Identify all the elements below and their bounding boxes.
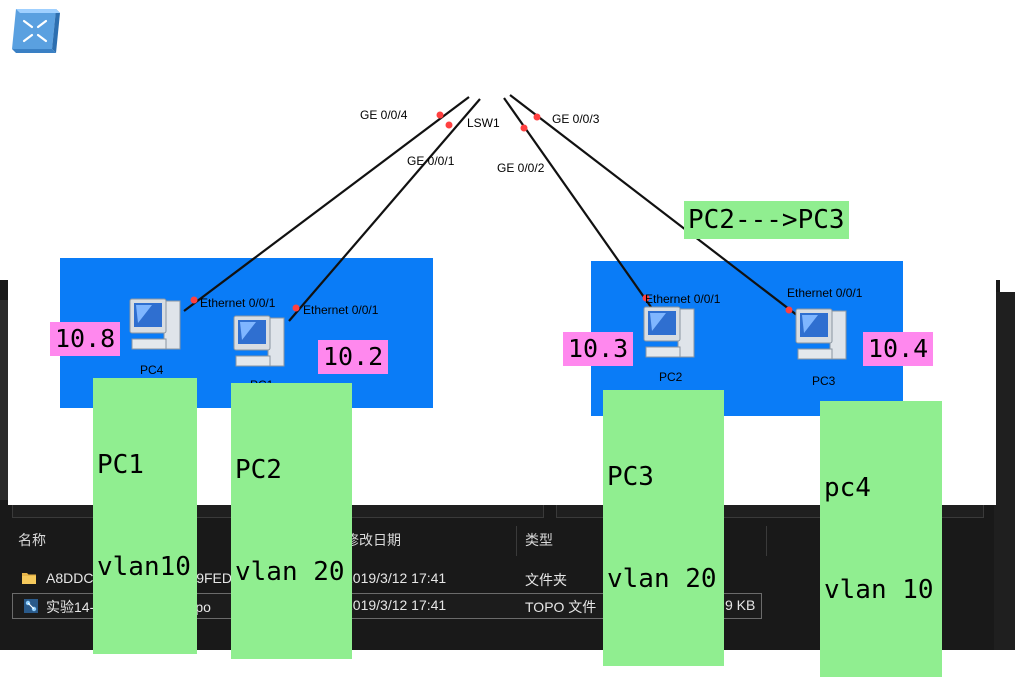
pc-icon[interactable] [232,312,288,376]
port-dot [520,124,528,132]
device-label-pc2: PC2 [659,370,683,384]
port-label-pc1-eth: Ethernet 0/0/1 [303,303,379,317]
port-dot [445,121,453,129]
vlan-note-right-b[interactable]: pc4 vlan 10 [820,401,942,677]
link-lines [183,94,803,322]
port-dot [190,296,198,304]
port-dot [436,111,444,119]
vlan-note-line: vlan 20 [235,557,345,587]
column-header-name[interactable]: 名称 [18,532,46,548]
switch-label: LSW1 [467,116,500,130]
port-label-pc3-eth: Ethernet 0/0/1 [787,286,863,300]
port-label-ge003: GE 0/0/3 [552,112,600,126]
column-header-type[interactable]: 类型 [525,532,553,548]
vlan-note-line: vlan 20 [607,564,717,594]
port-dot [642,294,650,302]
flow-note[interactable]: PC2--->PC3 [684,201,849,239]
vlan-note-line: vlan10 [97,552,191,582]
port-label-ge002: GE 0/0/2 [497,161,545,175]
port-label-pc2-eth: Ethernet 0/0/1 [645,292,721,306]
vlan-note-left-b[interactable]: PC2 vlan 20 [231,383,352,659]
file-modified: 2019/3/12 17:41 [345,597,447,613]
topo-file-icon [24,599,38,613]
port-label-ge004: GE 0/0/4 [360,108,408,122]
topology-canvas[interactable]: LSW1 GE 0/0/4 GE 0/0/1 GE 0/0/2 GE 0/0/3… [8,5,996,677]
vlan-note-line: PC3 [607,462,654,492]
link-lsw-pc1 [288,98,481,322]
link-lsw-pc4 [183,96,470,312]
port-label-ge001: GE 0/0/1 [407,154,455,168]
file-type: TOPO 文件 [525,599,597,615]
port-dot [533,113,541,121]
column-separator[interactable] [516,526,517,556]
device-label-pc3: PC3 [812,374,836,388]
column-separator[interactable] [766,526,767,556]
link-lsw-pc2 [503,97,659,318]
explorer-right-edge [994,292,1015,650]
vlan-note-line: vlan 10 [824,575,934,605]
vlan-note-line: PC1 [97,450,144,480]
link-lsw-pc3 [509,94,803,320]
ip-note-pc4[interactable]: 10.8 [50,322,121,356]
vlan-note-left-a[interactable]: PC1 vlan10 [93,378,197,654]
ip-note-pc2[interactable]: 10.3 [563,332,634,366]
vlan-note-line: pc4 [824,473,871,503]
pc-icon[interactable] [642,303,698,367]
ip-note-pc3[interactable]: 10.4 [863,332,934,366]
ip-note-pc1[interactable]: 10.2 [318,340,389,374]
vlan-note-right-a[interactable]: PC3 vlan 20 [603,390,724,666]
port-dot [292,304,300,312]
file-modified: 2019/3/12 17:41 [345,570,447,586]
pc-icon[interactable] [794,305,850,369]
folder-icon [22,573,36,584]
column-header-modified[interactable]: 修改日期 [345,532,401,548]
file-size: 9 KB [725,597,756,613]
switch-icon[interactable] [8,5,60,53]
device-label-pc4: PC4 [140,363,164,377]
vlan-note-line: PC2 [235,455,282,485]
port-label-pc4-eth: Ethernet 0/0/1 [200,296,276,310]
file-type: 文件夹 [525,572,567,588]
pc-icon[interactable] [128,295,184,359]
port-dot [785,306,793,314]
